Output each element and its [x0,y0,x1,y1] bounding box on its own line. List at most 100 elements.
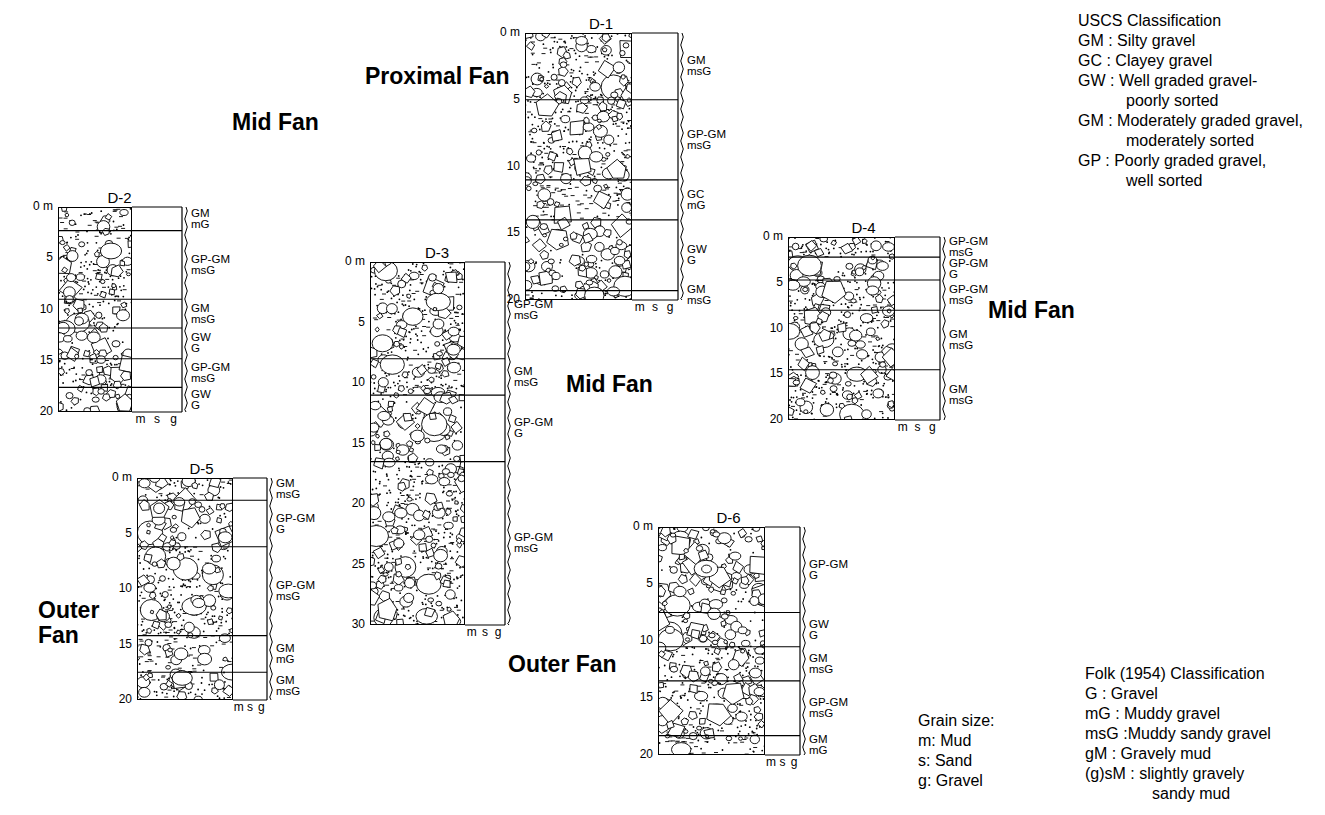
rounded-clast [66,393,73,399]
sand-dot [96,242,98,244]
sand-dot [125,384,127,386]
sand-dot [83,289,85,291]
sand-dot [416,264,418,266]
layer-boundary [525,219,678,220]
sand-dot [459,585,461,587]
sand-dot [106,363,108,365]
sand-dot [420,342,422,344]
sand-dot [451,534,453,536]
sand-dot [587,88,589,90]
sand-dot [66,241,68,243]
angular-clast [563,52,570,59]
sand-dot [400,555,402,557]
mud-dash [576,201,580,202]
sand-dot [80,266,82,268]
sand-dot [112,330,114,332]
sand-dot [95,286,97,288]
rounded-clast [594,185,602,192]
sand-dot [394,385,396,387]
sand-dot [412,263,414,265]
mud-dash [412,293,416,294]
sand-dot [626,123,628,125]
rounded-clast [526,215,539,228]
sand-dot [579,55,581,57]
angular-clast [120,261,125,266]
angular-clast [121,302,127,308]
sand-dot [122,296,124,298]
sand-dot [599,147,601,149]
sand-dot [401,303,403,305]
angular-clast [119,355,132,373]
rounded-clast [380,439,394,451]
sand-dot [543,43,545,45]
rounded-clast [69,220,75,225]
sand-dot [528,76,530,78]
mud-dash [562,194,566,195]
mud-dash [594,56,598,57]
rounded-clast [614,256,625,265]
sand-dot [600,94,602,96]
sand-dot [65,301,67,303]
sand-dot [123,224,125,226]
mud-dash [119,216,123,217]
sand-dot [89,264,91,266]
sand-dot [450,323,452,325]
mud-dash [540,215,544,216]
sand-dot [116,324,118,326]
mud-dash [425,385,429,386]
sand-dot [102,318,104,320]
sand-dot [408,305,410,307]
rounded-clast [433,319,444,329]
sand-dot [534,116,536,118]
mud-dash [588,77,592,78]
rounded-clast [86,370,93,376]
rounded-clast [590,152,603,162]
sand-dot [89,303,91,305]
sand-dot [581,73,583,75]
angular-clast [121,371,131,380]
sand-dot [111,383,113,385]
mud-dash [415,291,419,292]
sand-dot [573,70,575,72]
mud-dash [593,104,597,105]
mud-dash [409,365,413,366]
sand-dot [560,111,562,113]
angular-clast [396,414,415,431]
sand-dot [550,52,552,54]
sand-dot [537,125,539,127]
angular-clast [102,394,110,401]
sand-dot [604,148,606,150]
angular-clast [570,232,577,240]
mud-dash [387,329,391,330]
sand-dot [95,360,97,362]
sand-dot [81,367,83,369]
rounded-clast [370,401,381,409]
angular-clast [116,394,132,411]
sand-dot [120,289,122,291]
sand-dot [424,309,426,311]
mud-dash [584,55,588,56]
rounded-clast [540,224,547,230]
sand-dot [536,190,538,192]
rounded-clast [623,43,629,48]
sand-dot [450,458,452,460]
mud-dash [580,218,584,219]
angular-clast [551,130,562,142]
angular-clast [525,86,535,98]
rounded-clast [613,62,624,73]
sand-dot [390,387,392,389]
angular-clast [97,366,103,372]
mud-dash [113,209,117,210]
mud-dash [618,183,622,184]
sand-dot [588,79,590,81]
rounded-clast [92,397,99,402]
sand-dot [548,146,550,148]
angular-clast [387,406,392,412]
sand-dot [455,322,457,324]
sand-dot [601,95,603,97]
rounded-clast [597,111,609,122]
mud-dash [75,232,79,233]
angular-clast [574,159,591,176]
sand-dot [561,295,563,297]
sand-dot [605,293,607,295]
